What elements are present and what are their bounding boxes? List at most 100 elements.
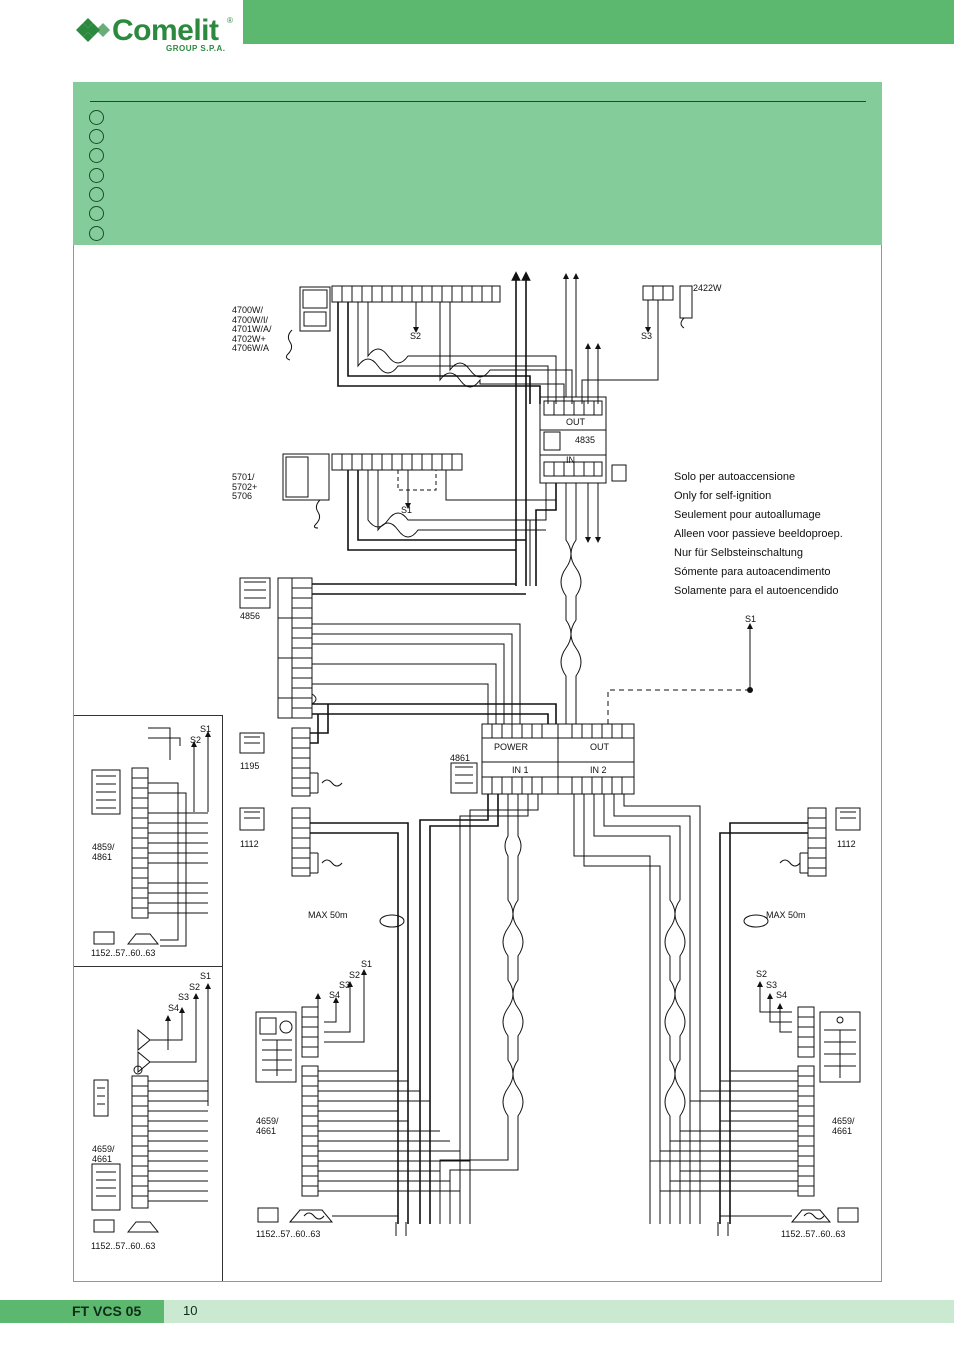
block-4835-in: IN (566, 455, 575, 465)
document-code: FT VCS 05 (72, 1303, 142, 1319)
block-4861-power: POWER (494, 742, 529, 752)
block-4861-in2: IN 2 (590, 765, 607, 775)
panel-4661-inset-icon (91, 1163, 121, 1211)
note-line: Seulement pour autoallumage (674, 509, 821, 521)
brand-subtitle: GROUP S.P.A. (166, 44, 226, 53)
switch-label: S2 (410, 331, 422, 341)
switch-label: S2 (190, 735, 202, 745)
language-circle (89, 168, 104, 183)
camera-inset-a-icon (93, 931, 160, 945)
terminal-strip-4659-right (797, 1006, 815, 1197)
switch-label: S4 (168, 1003, 180, 1013)
block-4835-out: OUT (566, 417, 585, 427)
language-circle (89, 129, 104, 144)
switch-icon (611, 464, 627, 482)
terminal-strip-4859 (131, 767, 149, 919)
device-label-4659-centre: 4659/4661 (256, 1116, 279, 1136)
note-line: Only for self-ignition (674, 490, 772, 502)
device-label-4859: 4859/4861 (92, 842, 115, 862)
brand-name: Comelit (112, 14, 219, 47)
camera-label-a: 1152..57..60..63 (91, 948, 156, 958)
panel-4659-right-icon (819, 1011, 861, 1083)
language-circle (89, 206, 104, 221)
psu-1112-left-icon (239, 807, 265, 831)
terminal-strip-4856 (277, 577, 313, 719)
panel-4859-icon (91, 769, 121, 815)
max-length-right: MAX 50m (766, 910, 806, 920)
block-4861-out: OUT (590, 742, 609, 752)
comelit-logo-icon (76, 18, 110, 42)
logo-area: Comelit ® GROUP S.P.A. (0, 0, 243, 56)
self-ignition-notes: Solo per autoaccensione Only for self-ig… (674, 468, 843, 601)
switch-label: S4 (329, 990, 341, 1000)
device-label-4861: 4861 (450, 753, 471, 763)
note-line: Sómente para autoacendimento (674, 566, 831, 578)
left-inset-box (74, 715, 223, 1281)
terminal-strip-4659-inset (131, 1075, 149, 1209)
device-label-4835: 4835 (575, 435, 596, 445)
left-inset-divider (74, 966, 222, 967)
terminal-strip-4659-left (301, 1006, 319, 1197)
terminal-strip-1195 (291, 727, 311, 797)
psu-1112-right-icon (835, 807, 861, 831)
diode-icon (137, 1050, 151, 1074)
note-line: Solamente para el autoencendido (674, 585, 839, 597)
language-circle (89, 148, 104, 163)
panel-4659-left-icon (255, 1011, 297, 1083)
monitor-4700-icon (285, 286, 331, 361)
handset-2422-icon (642, 285, 693, 329)
unit-4861-block (481, 723, 635, 795)
switch-label: S3 (339, 980, 351, 990)
switch-label: S2 (756, 969, 768, 979)
device-label-4659-inset: 4659/4661 (92, 1144, 115, 1164)
device-label-4700: 4700W/4700W/I/4701W/A/4702W+4706W/A (232, 305, 272, 353)
registered-mark: ® (227, 16, 233, 25)
lamp-icon (133, 1065, 143, 1075)
terminal-strip-1112-right (807, 807, 827, 877)
note-line: Alleen voor passieve beeldoproep. (674, 528, 843, 540)
switch-label: S3 (641, 331, 653, 341)
switch-label: S1 (745, 614, 757, 624)
camera-inset-b-icon (93, 1219, 160, 1233)
switch-label: S1 (361, 959, 373, 969)
terminal-strip-1112-left (291, 807, 311, 877)
camera-right-icon (790, 1207, 859, 1223)
note-line: Solo per autoaccensione (674, 471, 796, 483)
device-label-1112-left: 1112 (240, 839, 259, 849)
device-label-4659-right: 4659/4661 (832, 1116, 855, 1136)
unit-4861-icon (450, 762, 478, 794)
terminal-strip-4700 (331, 285, 501, 303)
device-label-5701: 5701/5702+5706 (232, 472, 258, 501)
footer-tab (0, 1300, 164, 1323)
camera-label-b: 1152..57..60..63 (91, 1241, 156, 1251)
switch-label: S2 (189, 982, 201, 992)
switch-label: S1 (401, 505, 413, 515)
note-line: Nur für Selbsteinschaltung (674, 547, 804, 559)
switch-label: S1 (200, 724, 212, 734)
page-number: 10 (183, 1303, 198, 1318)
diode-icon (137, 1028, 151, 1052)
switch-label: S3 (766, 980, 778, 990)
terminal-strip-5701 (331, 453, 463, 471)
camera-label-d: 1152..57..60..63 (781, 1229, 846, 1239)
language-circle (89, 226, 104, 241)
device-label-1112-right: 1112 (837, 839, 856, 849)
switch-label: S3 (178, 992, 190, 1002)
max-length-left: MAX 50m (308, 910, 348, 920)
unit-4856-icon (239, 577, 271, 609)
monitor-5701-icon (282, 453, 330, 529)
unit-4835-box (539, 396, 607, 484)
language-circle (89, 187, 104, 202)
switch-label: S4 (776, 990, 788, 1000)
panel-rule (90, 101, 866, 102)
switch-label: S1 (200, 971, 212, 981)
camera-label-c: 1152..57..60..63 (256, 1229, 321, 1239)
device-label-4856: 4856 (240, 611, 261, 621)
panel-4659-inset-icon (93, 1079, 109, 1117)
camera-left-icon (257, 1207, 334, 1223)
diagram-frame (73, 245, 882, 1282)
block-4861-in1: IN 1 (512, 765, 529, 775)
switch-label: S2 (349, 970, 361, 980)
footer-bar (0, 1300, 954, 1323)
